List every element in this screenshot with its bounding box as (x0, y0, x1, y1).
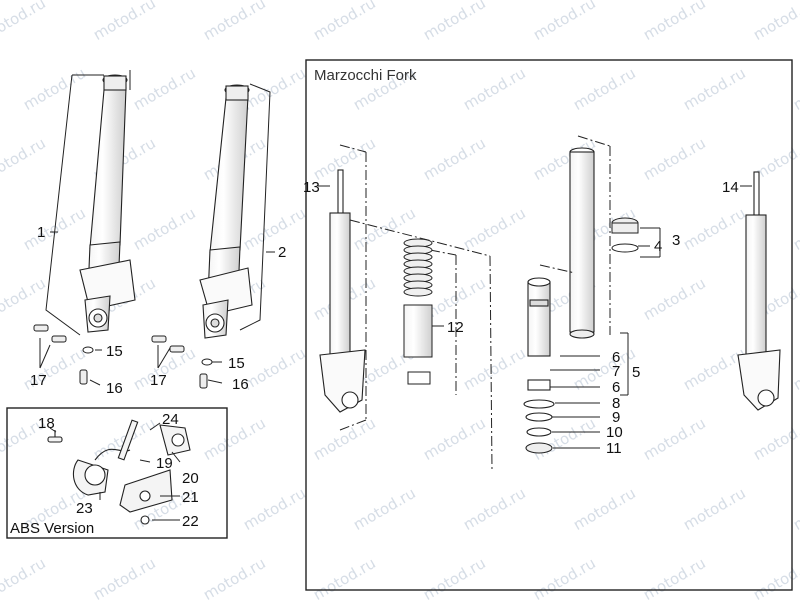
marzocchi-left-leg (319, 169, 366, 413)
label-5: 5 (632, 364, 641, 381)
label-7: 7 (612, 363, 621, 380)
label-16a: 16 (106, 380, 123, 397)
label-9: 9 (612, 409, 621, 426)
fork-1-leader (45, 70, 131, 336)
fork-leg-1 (79, 74, 136, 333)
label-19: 19 (156, 455, 173, 472)
abs-leader-lines (49, 422, 181, 521)
spring-12 (403, 238, 433, 385)
label-16b: 16 (232, 376, 249, 393)
abs-sensor-parts (47, 419, 191, 525)
marzocchi-left-dashes (339, 144, 493, 471)
washers-15 (82, 346, 213, 366)
label-1: 1 (37, 224, 46, 241)
label-11: 11 (606, 440, 622, 457)
label-2: 2 (278, 244, 287, 261)
fork-2-leader (239, 83, 271, 331)
marzocchi-center-dashes (539, 135, 611, 335)
label-20: 20 (182, 470, 199, 487)
panel-title: Marzocchi Fork (314, 67, 417, 84)
label-3: 3 (672, 232, 681, 249)
marzocchi-right-leg (737, 171, 781, 411)
label-22: 22 (182, 513, 199, 530)
label-21: 21 (182, 489, 199, 506)
label-4: 4 (654, 238, 663, 255)
label-8: 8 (612, 395, 621, 412)
label-6a: 6 (612, 349, 621, 366)
label-13: 13 (303, 179, 320, 196)
label-14: 14 (722, 179, 739, 196)
label-15a: 15 (106, 343, 123, 360)
label-18: 18 (38, 415, 55, 432)
label-6b: 6 (612, 379, 621, 396)
label-17b: 17 (150, 372, 167, 389)
abs-title: ABS Version (10, 520, 95, 537)
fork-leg-2 (199, 84, 253, 339)
label-15b: 15 (228, 355, 245, 372)
label-24: 24 (162, 411, 179, 428)
leader-lines-center (318, 185, 752, 449)
label-17a: 17 (30, 372, 47, 389)
bolts-17 (33, 324, 185, 353)
label-10: 10 (606, 424, 623, 441)
leader-lines-left (39, 231, 275, 386)
abs-panel-frame (6, 407, 228, 539)
marzocchi-center-tube (523, 147, 595, 454)
label-23: 23 (76, 500, 93, 517)
seal-kit-3 (611, 217, 639, 253)
marzocchi-panel-frame (305, 59, 793, 591)
label-12: 12 (447, 319, 464, 336)
bolts-16 (79, 369, 208, 389)
